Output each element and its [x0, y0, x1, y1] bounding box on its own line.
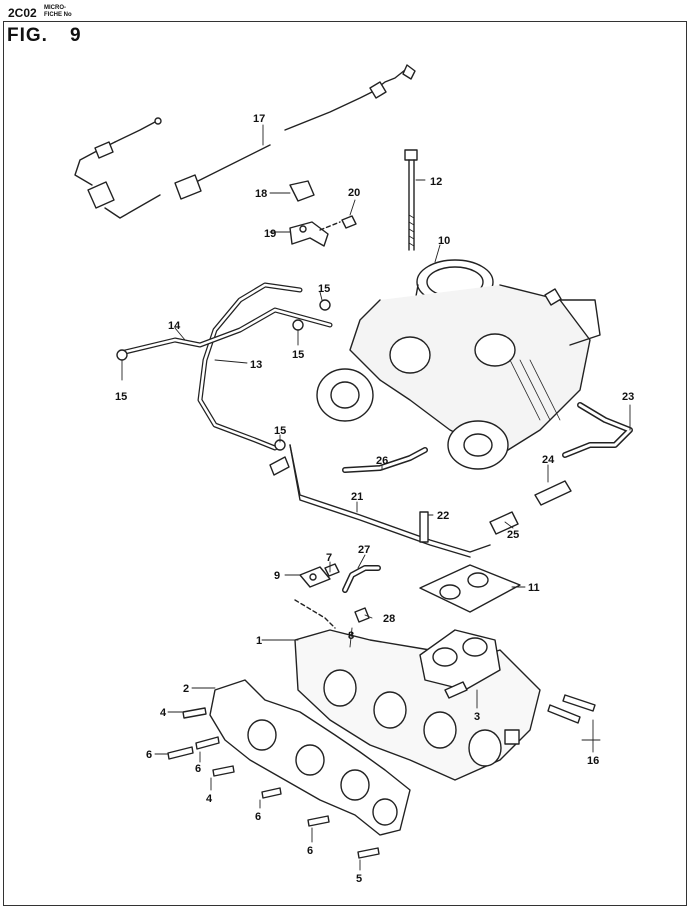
carb-gasket: [419, 564, 521, 613]
microfiche-label-line2: FICHE No: [44, 12, 72, 18]
callout-10: 10: [438, 235, 450, 247]
figure-number: 9: [69, 25, 82, 46]
callout-15-d: 15: [274, 425, 286, 437]
callout-28: 28: [383, 613, 395, 625]
callout-2: 2: [183, 683, 189, 695]
manifold-gasket: [209, 679, 411, 836]
callout-15-a: 15: [318, 283, 330, 295]
callout-16: 16: [587, 755, 599, 767]
leader-lines: [121, 124, 631, 871]
bracket-parts: [289, 180, 357, 247]
callout-23: 23: [622, 391, 634, 403]
callout-24: 24: [542, 454, 555, 466]
page-code: 2C02: [8, 6, 37, 20]
callout-4-b: 4: [206, 793, 213, 805]
callout-6-a: 6: [146, 749, 152, 761]
callout-17: 17: [253, 113, 265, 125]
accelerator-cable: [74, 64, 416, 219]
callout-22: 22: [437, 510, 449, 522]
callout-20: 20: [348, 187, 360, 199]
callout-15-b: 15: [292, 349, 304, 361]
microfiche-label: MICRO- FICHE No: [44, 5, 72, 19]
callout-6-b: 6: [195, 763, 201, 775]
callout-1: 1: [256, 635, 262, 647]
callout-12: 12: [430, 176, 442, 188]
vacuum-hoses: [116, 282, 333, 451]
rod: [269, 444, 491, 558]
callout-6-c: 6: [255, 811, 261, 823]
callout-3: 3: [474, 711, 480, 723]
hoses-right: [342, 402, 633, 535]
callout-11: 11: [528, 582, 540, 594]
callout-19: 19: [264, 228, 276, 240]
callout-27: 27: [358, 544, 370, 556]
studs: [167, 694, 596, 859]
callout-8: 8: [348, 630, 354, 642]
carburetor: [316, 259, 601, 470]
figure-frame: [3, 21, 687, 906]
callout-21: 21: [351, 491, 363, 503]
figure-label: FIG.: [7, 25, 48, 46]
callout-4-a: 4: [160, 707, 167, 719]
figure-title: FIG. 9: [7, 25, 82, 47]
callout-18: 18: [255, 188, 267, 200]
callout-6-d: 6: [307, 845, 313, 857]
microfiche-label-line1: MICRO-: [44, 5, 66, 11]
callout-9: 9: [274, 570, 280, 582]
intake-manifold: [294, 629, 541, 781]
callout-25: 25: [507, 529, 519, 541]
callout-14: 14: [168, 320, 181, 332]
long-bolt: [404, 149, 418, 251]
callouts: 17 18 19 20 12 10 15 14 15 13 15 23 15 2…: [115, 113, 634, 885]
callout-13: 13: [250, 359, 262, 371]
callout-15-c: 15: [115, 391, 127, 403]
callout-7: 7: [326, 552, 332, 564]
callout-5: 5: [356, 873, 362, 885]
callout-26: 26: [376, 455, 388, 467]
